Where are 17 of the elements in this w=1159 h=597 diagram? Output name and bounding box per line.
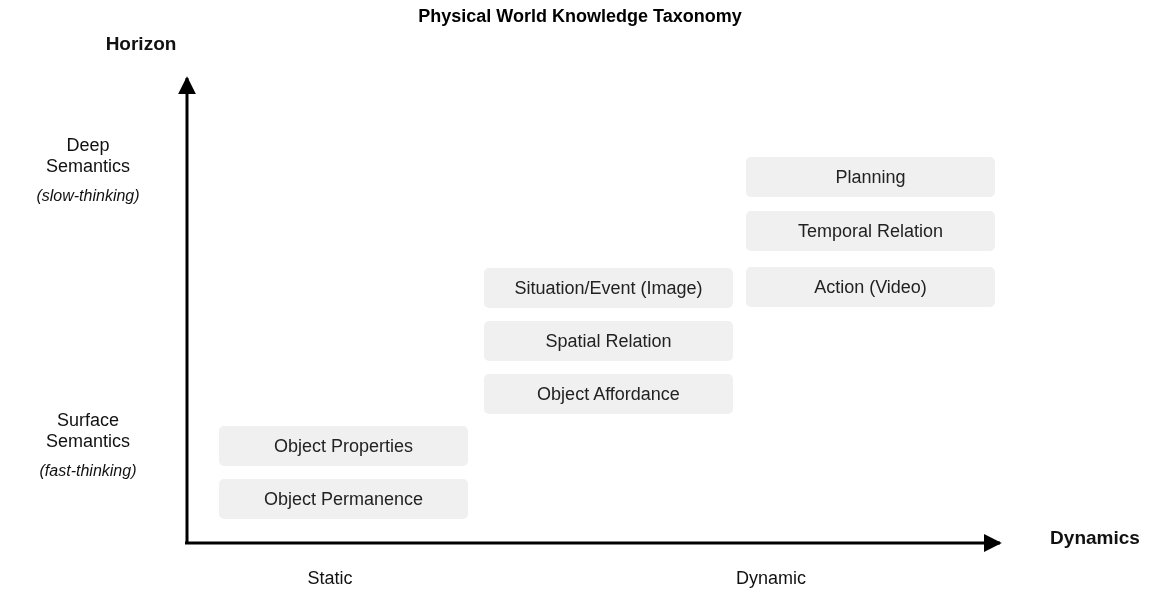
level-label: Deep Semantics	[44, 135, 131, 177]
title: Physical World Knowledge Taxonomy	[418, 6, 742, 27]
category-label: Action (Video)	[814, 276, 927, 298]
level-note: (fast-thinking)	[39, 462, 137, 480]
axis-title: Horizon	[105, 33, 177, 55]
level-label: Surface Semantics	[44, 410, 131, 452]
category-label: Planning	[835, 166, 906, 188]
level-note: (slow-thinking)	[36, 187, 140, 205]
tick-label: Static	[307, 568, 353, 589]
category-label: Object Affordance	[537, 383, 680, 405]
category-label: Object Properties	[273, 435, 414, 457]
category-label: Object Permanence	[263, 488, 424, 510]
category-label: Situation/Event (Image)	[514, 277, 703, 299]
tick-label: Dynamic	[736, 568, 806, 589]
category-label: Spatial Relation	[545, 330, 672, 352]
category-label: Temporal Relation	[797, 220, 944, 242]
axis-title: Dynamics	[1050, 527, 1140, 549]
